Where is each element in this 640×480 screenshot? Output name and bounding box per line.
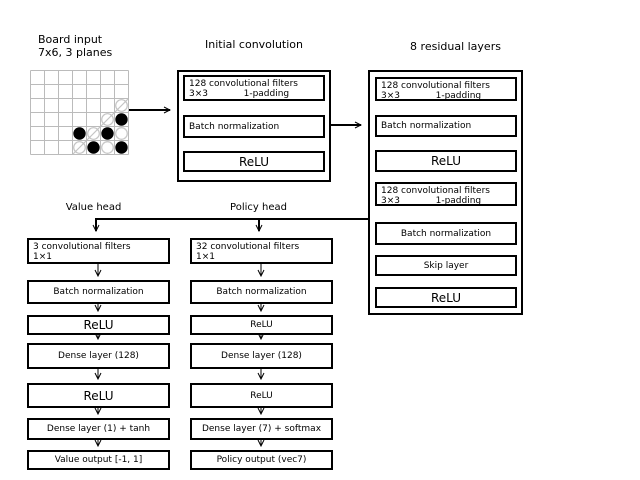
value-relu2-box: ReLU: [27, 383, 170, 408]
residual-layers-title: 8 residual layers: [410, 40, 501, 53]
residual-batchnorm1-box: Batch normalization: [375, 115, 517, 137]
board-piece-white: [115, 127, 128, 140]
policy-dense1-box: Dense layer (128): [190, 343, 333, 369]
padding: 1-padding: [243, 89, 290, 99]
policy-head-title: Policy head: [230, 202, 287, 213]
board-grid-svg: [30, 70, 129, 155]
policy-dense2-softmax-box: Dense layer (7) + softmax: [190, 418, 333, 440]
initial-conv-batchnorm-box: Batch normalization: [183, 115, 325, 138]
residual-skip-layer-box: Skip layer: [375, 255, 517, 276]
value-batchnorm-box: Batch normalization: [27, 280, 170, 304]
value-head-title: Value head: [65, 202, 122, 213]
residual-batchnorm2-box: Batch normalization: [375, 222, 517, 245]
policy-conv-filters-box: 32 convolutional filters 1×1: [190, 238, 333, 264]
board-piece-ghost-slash: [114, 98, 129, 113]
board-piece-black: [115, 141, 128, 154]
board-piece-black: [101, 127, 114, 140]
board-piece-ghost-slash: [100, 112, 115, 127]
residual-relu1-box: ReLU: [375, 150, 517, 172]
initial-convolution-title: Initial convolution: [204, 38, 304, 51]
board-piece-ghost: [87, 127, 100, 140]
policy-batchnorm-box: Batch normalization: [190, 280, 333, 304]
kernel-size: 3×3: [189, 89, 208, 99]
board-piece-white: [101, 141, 114, 154]
board-piece-ghost-slash: [72, 140, 87, 155]
kernel-size: 1×1: [33, 252, 52, 262]
board-piece-black: [115, 113, 128, 126]
board-piece-ghost: [73, 141, 86, 154]
policy-relu2-box: ReLU: [190, 383, 333, 408]
padding: 1-padding: [435, 196, 482, 206]
kernel-size: 3×3: [381, 91, 400, 101]
initial-conv-relu-box: ReLU: [183, 151, 325, 172]
kernel-size: 1×1: [196, 252, 215, 262]
value-dense1-box: Dense layer (128): [27, 343, 170, 369]
value-conv-filters-box: 3 convolutional filters 1×1: [27, 238, 170, 264]
board-piece-ghost: [115, 99, 128, 112]
residual-relu2-box: ReLU: [375, 287, 517, 308]
value-relu1-box: ReLU: [27, 315, 170, 335]
padding: 1-padding: [435, 91, 482, 101]
board-piece-ghost: [101, 113, 114, 126]
policy-relu1-box: ReLU: [190, 315, 333, 335]
board-piece-ghost-slash: [86, 126, 101, 141]
board-input-label: Board input 7x6, 3 planes: [38, 33, 113, 59]
arrow-residual-to-value-head: [96, 218, 368, 231]
policy-output-box: Policy output (vec7): [190, 450, 333, 470]
board-grid: [30, 70, 129, 159]
board-piece-black: [73, 127, 86, 140]
kernel-size: 3×3: [381, 196, 400, 206]
value-dense2-tanh-box: Dense layer (1) + tanh: [27, 418, 170, 440]
value-output-box: Value output [-1, 1]: [27, 450, 170, 470]
board-piece-black: [87, 141, 100, 154]
